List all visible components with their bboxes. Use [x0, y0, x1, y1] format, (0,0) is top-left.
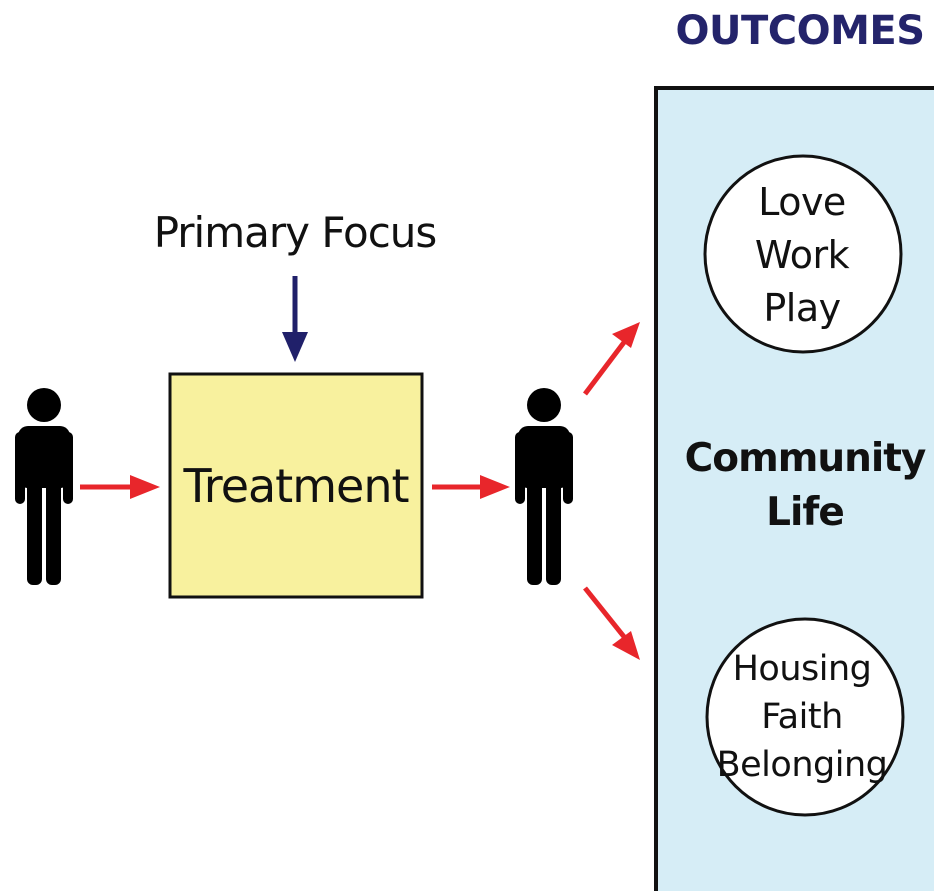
outcome-belonging: Belonging [716, 745, 888, 785]
outcome-top-text: Love Work Play [712, 176, 892, 335]
outcome-bottom-text: Housing Faith Belonging [712, 645, 892, 789]
outcome-faith: Faith [761, 697, 843, 737]
outcome-play: Play [763, 286, 841, 330]
person-icon-before [15, 388, 73, 585]
arrow-to-treatment [80, 475, 160, 499]
community-line-2: Life [766, 490, 845, 535]
primary-focus-label: Primary Focus [153, 208, 438, 257]
community-life-label: Community Life [660, 432, 934, 540]
outcome-housing: Housing [732, 649, 872, 689]
outcome-love: Love [758, 180, 846, 224]
person-icon-after [515, 388, 573, 585]
treatment-box [168, 372, 424, 599]
primary-focus-arrow [282, 276, 308, 362]
outcome-circle-bottom [705, 617, 905, 817]
community-line-1: Community [684, 436, 927, 481]
outcomes-title: OUTCOMES [675, 8, 925, 54]
arrow-to-top-outcome [583, 322, 640, 396]
outcome-work: Work [754, 233, 850, 277]
arrow-from-treatment [432, 475, 510, 499]
outcome-circle-top [703, 154, 903, 354]
treatment-label: Treatment [183, 459, 409, 513]
arrow-to-bottom-outcome [583, 586, 640, 660]
